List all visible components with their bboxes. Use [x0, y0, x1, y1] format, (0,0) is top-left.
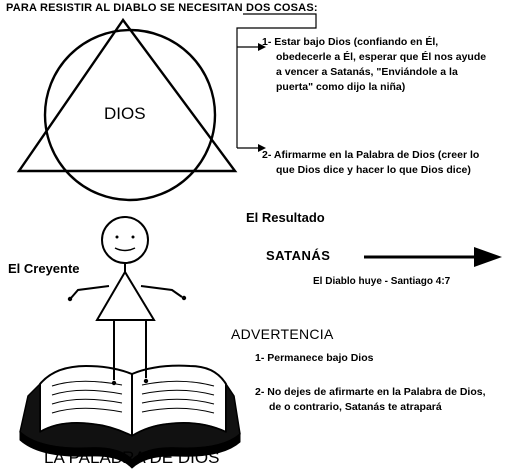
- believer-label: El Creyente: [8, 261, 80, 276]
- satanas-label: SATANÁS: [266, 248, 331, 263]
- header-connector: [236, 13, 317, 149]
- warning-item-2-line: de o contrario, Satanás te atrapará: [269, 401, 442, 413]
- step-1-line: 1- Estar bajo Dios (confiando en Él,: [262, 36, 439, 48]
- step-1-line: puerta" como dijo la niña): [276, 81, 406, 93]
- believer-arm-right: [140, 285, 183, 298]
- step-2-line: que Dios dice y hacer lo que Dios dice): [276, 164, 471, 176]
- step-1: 1- Estar bajo Dios (confiando en Él, obe…: [262, 35, 486, 95]
- result-caption: El Diablo huye - Santiago 4:7: [313, 276, 451, 287]
- warning-item-2: 2- No dejes de afirmarte en la Palabra d…: [255, 385, 486, 415]
- step-2: 2- Afirmarme en la Palabra de Dios (cree…: [262, 148, 479, 178]
- header-title: PARA RESISTIR AL DIABLO SE NECESITAN DOS…: [6, 2, 318, 14]
- believer-figure: [67, 216, 187, 386]
- believer-head: [101, 216, 149, 264]
- trinity-triangle: [16, 17, 238, 173]
- believer-arm-left: [70, 285, 110, 299]
- step-1-line: obedecerle a Él, esperar que Él nos ayud…: [276, 51, 487, 63]
- trinity-circle: [43, 28, 217, 202]
- warning-item-1: 1- Permanece bajo Dios: [255, 352, 374, 364]
- step-1-line: a vencer a Satanás, "Enviándole a la: [276, 66, 458, 78]
- dios-label: DIOS: [104, 104, 146, 123]
- result-arrowhead: [474, 247, 502, 267]
- believer-body: [95, 270, 156, 321]
- book-label: LA PALABRA DE DIOS: [44, 448, 220, 467]
- arrowhead-step1: [258, 43, 266, 51]
- step-2-line: 2- Afirmarme en la Palabra de Dios (cree…: [262, 149, 480, 161]
- arrowhead-step2: [258, 144, 266, 152]
- result-title: El Resultado: [246, 210, 325, 225]
- warning-item-2-line: 2- No dejes de afirmarte en la Palabra d…: [255, 386, 486, 398]
- open-book: [19, 364, 241, 469]
- warning-title: ADVERTENCIA: [231, 326, 334, 342]
